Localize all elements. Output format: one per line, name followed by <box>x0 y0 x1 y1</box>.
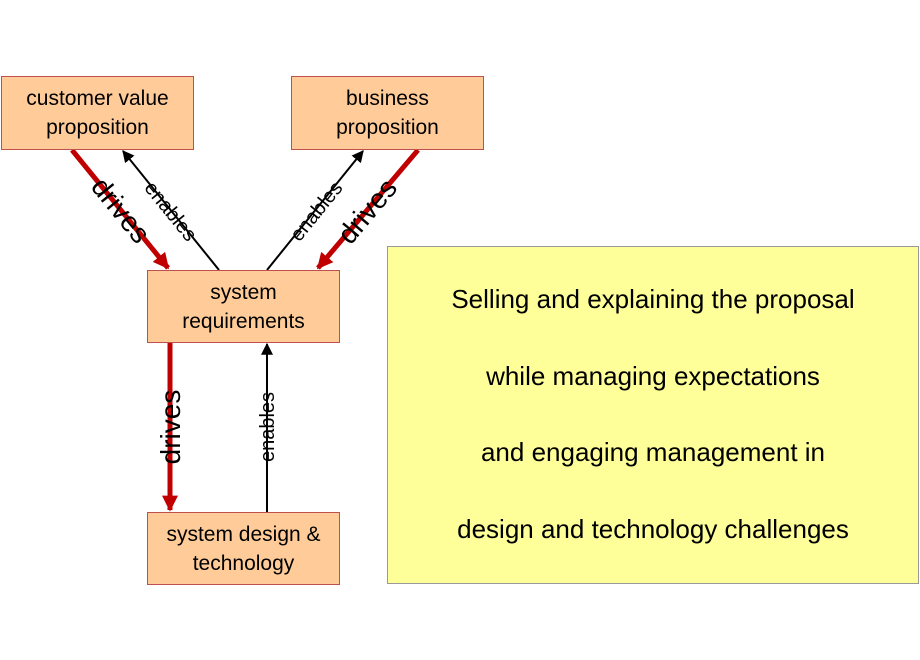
customer-value-line2: proposition <box>46 116 149 139</box>
customer-value-line1: customer value <box>26 87 169 110</box>
drives-arrow-bp-to-sr <box>316 148 420 270</box>
system-requirements-line1: system <box>210 280 277 304</box>
note-line-2: while managing expectations <box>486 360 820 391</box>
note-line-4: design and technology challenges <box>457 513 849 544</box>
system-design-line2: technology <box>192 551 295 575</box>
drives-arrow-cvp-to-sr <box>70 148 170 270</box>
note-line-1: Selling and explaining the proposal <box>451 284 855 314</box>
system-requirements-line2: requirements <box>182 309 305 333</box>
system-requirements-box: system requirements <box>147 270 340 343</box>
customer-value-proposition-box: customer value proposition <box>1 76 194 150</box>
business-line2: proposition <box>336 116 439 139</box>
drives-label-right: drives <box>331 173 403 250</box>
note-line-3: and engaging management in <box>480 437 826 468</box>
business-proposition-box: business proposition <box>291 76 484 150</box>
note-box: Selling and explaining the proposal whil… <box>387 246 919 584</box>
enables-label-bottom: enables <box>257 392 279 462</box>
enables-arrow-sr-to-bp <box>266 150 364 271</box>
drives-label-bottom: drives <box>155 390 186 465</box>
enables-arrow-sr-to-cvp <box>122 150 220 271</box>
system-design-technology-box: system design & technology <box>147 512 340 585</box>
system-design-line1: system design & <box>166 522 321 546</box>
business-line1: business <box>346 87 429 110</box>
drives-label-left: drives <box>85 171 156 249</box>
